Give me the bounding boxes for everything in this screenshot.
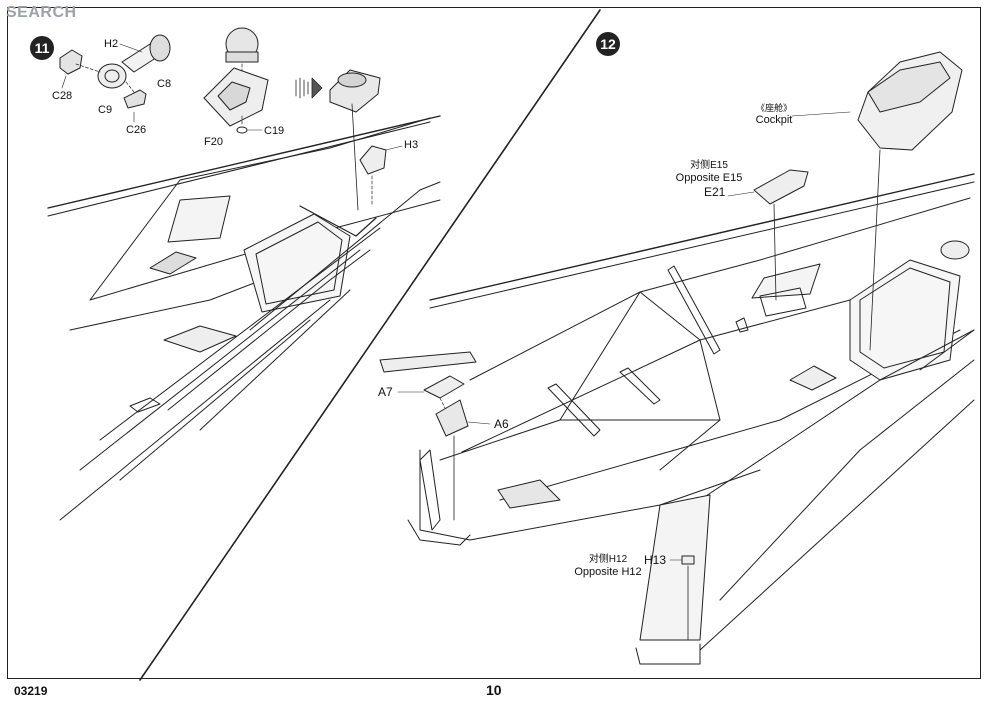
label-cockpit-cn: 《座舱》 xyxy=(755,103,792,113)
label-a7: A7 xyxy=(378,385,393,399)
product-code: 03219 xyxy=(14,684,48,698)
label-c26: C26 xyxy=(126,124,147,136)
part-e21 xyxy=(753,169,809,205)
part-c19 xyxy=(236,126,248,134)
part-a7 xyxy=(423,375,465,399)
step11-hull xyxy=(47,115,441,521)
label-c8: C8 xyxy=(157,78,172,90)
label-c19: C19 xyxy=(264,125,285,137)
label-h13: H13 xyxy=(644,553,667,567)
label-c28: C28 xyxy=(52,90,73,102)
assembly-arrow xyxy=(295,77,323,99)
label-a6: A6 xyxy=(494,417,509,431)
part-h3 xyxy=(359,145,387,175)
watermark-search: SEARCH xyxy=(6,4,77,21)
label-h3: H3 xyxy=(404,139,419,151)
label-e15-cn: 对侧E15 xyxy=(690,160,728,171)
label-h12-cn: 对侧H12 xyxy=(588,554,628,565)
label-e21: E21 xyxy=(704,185,726,199)
panel-divider xyxy=(139,9,601,681)
part-a6 xyxy=(435,399,469,437)
label-cockpit-en: Cockpit xyxy=(755,114,793,126)
guide-line-turret xyxy=(351,103,359,211)
watermark-logo: SEARCH xyxy=(6,4,77,22)
page-frame xyxy=(7,7,981,679)
label-h2: H2 xyxy=(104,38,119,50)
guide-line-cockpit xyxy=(869,149,881,351)
step12-hull xyxy=(379,173,975,665)
label-f20: F20 xyxy=(204,136,223,148)
step-11-badge: 11 xyxy=(30,36,54,60)
label-h12-en: Opposite H12 xyxy=(574,566,642,578)
step12-parts xyxy=(397,51,963,641)
step11-parts-cluster xyxy=(59,27,403,211)
part-c28 xyxy=(59,49,83,75)
step-12-badge: 12 xyxy=(596,32,620,56)
part-h13 xyxy=(681,555,695,565)
label-e15-en: Opposite E15 xyxy=(675,172,743,184)
part-c9 xyxy=(97,63,127,89)
label-c9: C9 xyxy=(98,104,113,116)
part-c26 xyxy=(123,89,147,109)
page-number: 10 xyxy=(486,682,502,698)
